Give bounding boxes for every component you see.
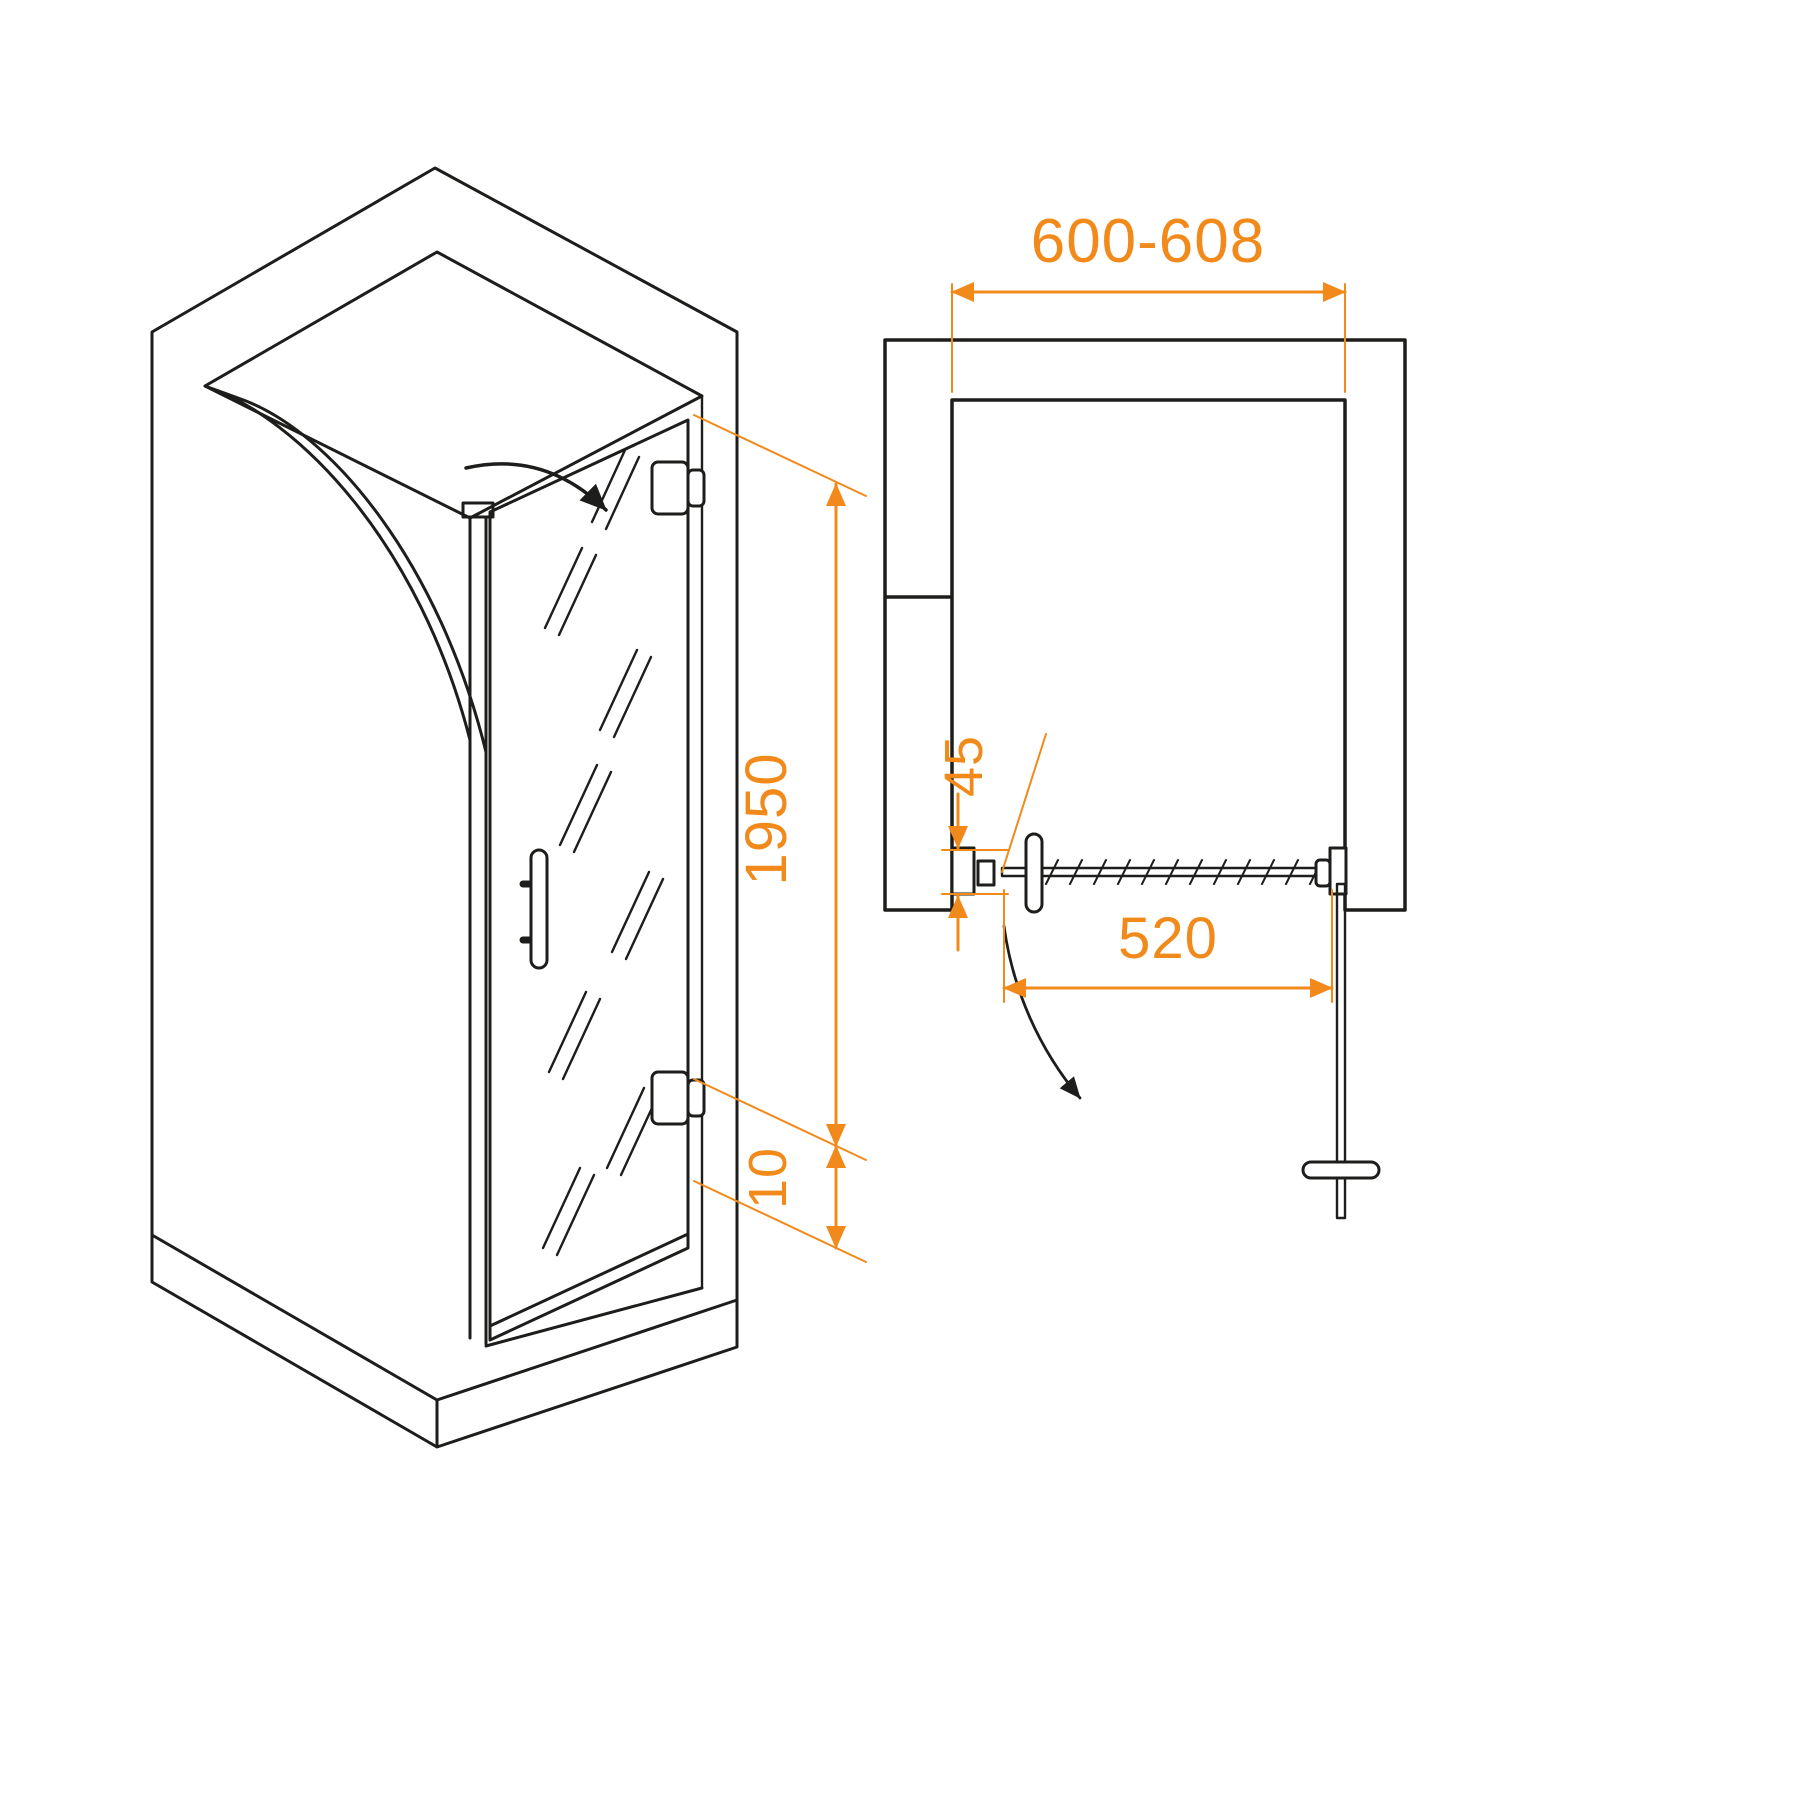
dim-label-bottom-gap: 10 [738,1147,798,1209]
isometric-view: 1950 10 [150,166,867,1449]
wall-cutaway-curves [203,384,488,754]
door-handle [519,848,549,970]
plan-hinge-mark [1314,858,1332,888]
plan-door-closed [950,832,1348,914]
plan-door-open [1301,882,1381,1220]
plan-walls [883,338,1407,912]
plan-handle-open [1301,1160,1381,1180]
profile-extension-lines [941,733,1047,895]
glass-door-panel [488,418,690,1342]
hinge-bottom [650,1070,706,1126]
plan-handle-closed [1024,832,1044,914]
door-frame-profile [461,501,495,1346]
niche-width-dimension: 600-608 [950,207,1347,393]
opening-width-dimension: 520 [1002,889,1334,1003]
wall-top-frame [203,250,704,520]
width-extension-lines [951,283,1346,393]
wall-profile-dimension: 45 [934,733,1047,952]
glass-reflections [541,448,665,1257]
dim-label-niche-width: 600-608 [1031,207,1266,276]
dim-label-door-height: 1950 [734,752,799,885]
door-swing-arrow [1002,924,1082,1100]
height-dimension: 1950 10 [693,414,867,1263]
door-open-arrow [464,462,608,512]
plan-view: 600-608 45 520 [883,207,1407,1220]
dim-label-wall-profile: 45 [934,735,994,797]
plan-open-door-line [1335,882,1347,1220]
enclosure-outline [150,166,739,1402]
hinge-top [650,460,706,516]
plan-magnet-strip [976,859,996,887]
dim-label-opening-width: 520 [1118,906,1218,971]
base-tray [150,1233,739,1449]
plan-wall-profile-left [950,846,976,896]
plan-glass-hatching [1045,859,1323,885]
